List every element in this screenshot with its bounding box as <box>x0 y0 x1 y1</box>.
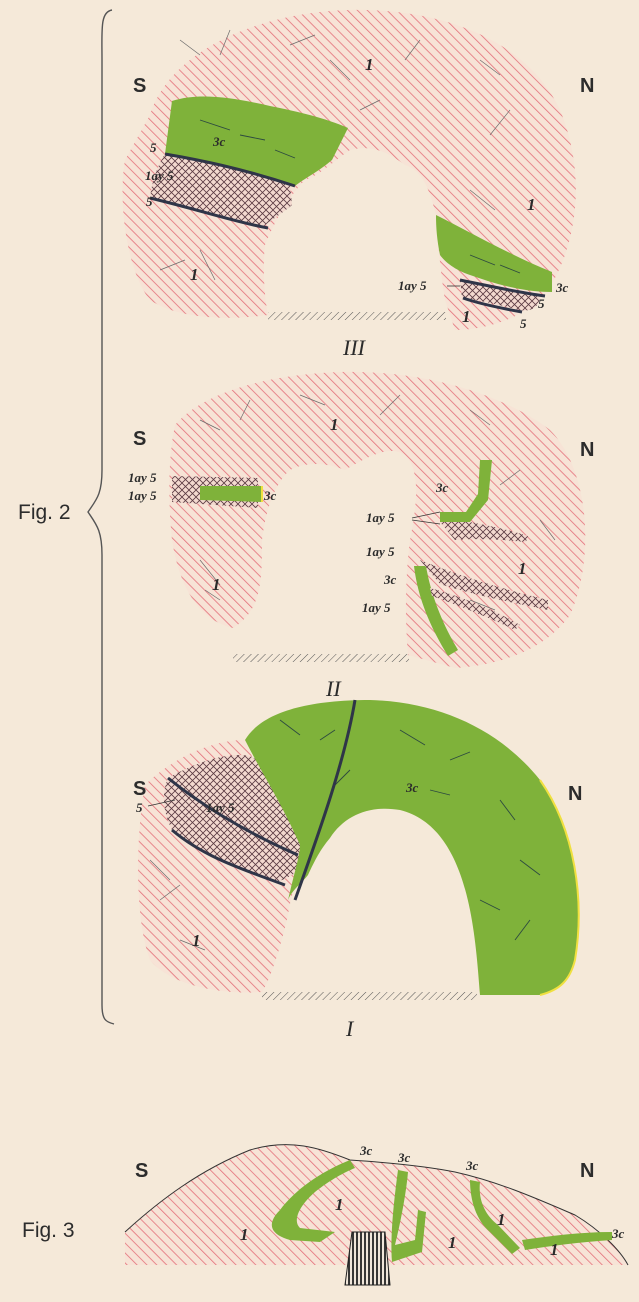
section-ii-label-1ay5-d: 1ay 5 <box>366 544 395 559</box>
section-i-label-1ay5: 1ay 5 <box>206 800 235 815</box>
section-ii-label-1ay5-a: 1ay 5 <box>128 470 157 485</box>
figure3-label-1-d: 1 <box>497 1210 506 1229</box>
section-ii-numeral: II <box>325 676 342 701</box>
section-ii-south: S <box>133 428 146 450</box>
section-iii-label-5-c: 5 <box>538 296 545 311</box>
section-iii-north: N <box>580 75 594 97</box>
section-ii-north: N <box>580 439 594 461</box>
figure3-label-3c-a: 3c <box>359 1143 373 1158</box>
section-ii-3c-vein-left <box>200 486 262 502</box>
section-ii-label-3c-upper-right: 3c <box>435 480 449 495</box>
section-iii-label-3c-right: 3c <box>555 280 569 295</box>
section-ii-label-3c-lower-right: 3c <box>383 572 397 587</box>
section-ii-label-1ay5-e: 1ay 5 <box>362 600 391 615</box>
figure2-brace <box>88 10 114 1024</box>
section-ii-label-1-top: 1 <box>330 415 339 434</box>
section-ii-label-1-left: 1 <box>212 575 221 594</box>
section-i: S N 5 1ay 5 3c 1 I <box>133 700 582 1041</box>
section-iii-label-1-right: 1 <box>527 195 536 214</box>
figure3-label-1-b: 1 <box>335 1195 344 1214</box>
figure3-label-1-e: 1 <box>550 1240 559 1259</box>
figure3-south: S <box>135 1160 148 1182</box>
section-i-label-3c: 3c <box>405 780 419 795</box>
figure3-label-1-a: 1 <box>240 1225 249 1244</box>
section-iii-label-5-b: 5 <box>146 194 153 209</box>
section-iii-label-1-left: 1 <box>190 265 199 284</box>
section-ii-label-1-right: 1 <box>518 559 527 578</box>
section-i-label-5: 5 <box>136 800 143 815</box>
section-iii-label-1ay5-right: 1ay 5 <box>398 278 427 293</box>
section-iii-label-5-a: 5 <box>150 140 157 155</box>
figure3-label-3c-c: 3c <box>465 1158 479 1173</box>
section-ii: S N 1 1 1 1ay 5 1ay 5 3c 3c 1ay 5 1ay 5 … <box>128 372 594 701</box>
section-iii-label-3c-left: 3c <box>212 134 226 149</box>
section-ii-label-1ay5-c: 1ay 5 <box>366 510 395 525</box>
section-iii-label-1ay5-left: 1ay 5 <box>145 168 174 183</box>
section-iii-label-5-d: 5 <box>520 316 527 331</box>
section-ii-label-3c-left: 3c <box>263 488 277 503</box>
section-i-numeral: I <box>345 1016 355 1041</box>
figure3-label-3c-d: 3c <box>611 1226 625 1241</box>
section-i-label-1: 1 <box>192 931 201 950</box>
section-i-north: N <box>568 783 582 805</box>
section-iii-numeral: III <box>342 335 367 360</box>
figure3-label-3c-b: 3c <box>397 1150 411 1165</box>
section-i-south: S <box>133 778 146 800</box>
section-ii-label-1ay5-b: 1ay 5 <box>128 488 157 503</box>
figure2-label: Fig. 2 <box>18 501 71 524</box>
section-iii-south: S <box>133 75 146 97</box>
section-iii-label-1-top: 1 <box>365 55 374 74</box>
figure3-label: Fig. 3 <box>22 1219 75 1242</box>
section-iii: S N 1 1 1 1 3c 3c 5 5 1ay 5 1ay 5 5 5 II… <box>123 10 595 360</box>
figure3-shaft <box>345 1232 390 1285</box>
figure3-north: N <box>580 1160 594 1182</box>
section-iii-label-1-bottom: 1 <box>462 307 471 326</box>
figure3: Fig. 3 S N 3c 3c 3c 3c 1 1 1 1 1 <box>22 1143 628 1285</box>
figure3-label-1-c: 1 <box>448 1233 457 1252</box>
